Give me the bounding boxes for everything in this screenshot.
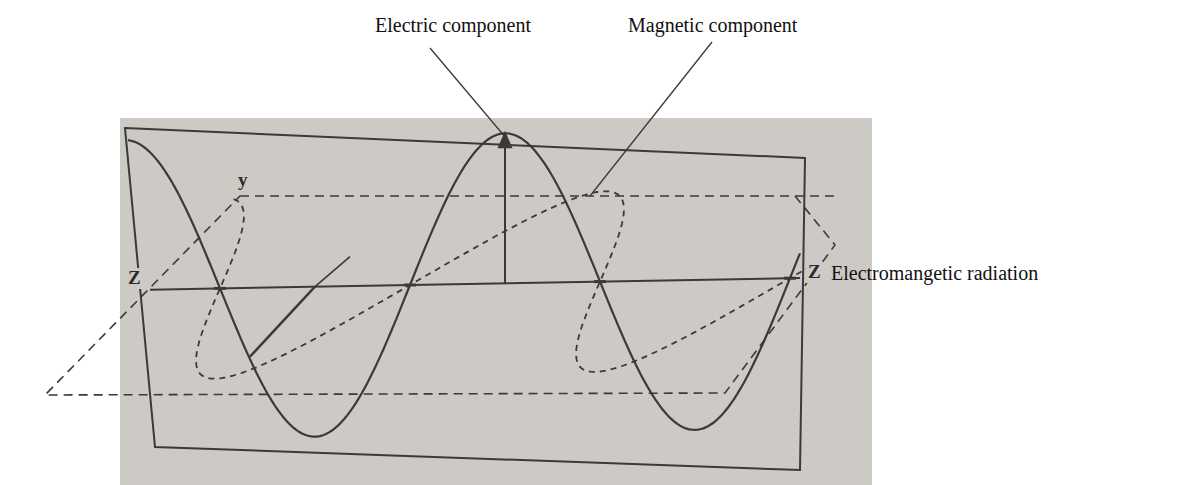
leader-line [430, 48, 506, 138]
axis-label: y [236, 170, 250, 191]
axis-label: Z [126, 268, 143, 289]
electric-plane [125, 128, 805, 470]
callout-label: Magnetic component [628, 14, 797, 36]
magnetic-vector [250, 287, 315, 357]
vector-stub [315, 257, 350, 287]
arrow-head [499, 133, 511, 147]
tick-mark [214, 287, 226, 290]
electric-vector [504, 138, 506, 283]
tick-mark [594, 280, 606, 283]
plane-edge [795, 195, 835, 197]
propagation-axis [150, 278, 800, 290]
callout-label: Electromangetic radiation [831, 262, 1038, 284]
magnetic-plane [45, 196, 835, 395]
leader-line [590, 42, 712, 196]
callout-label: Electric component [375, 14, 531, 36]
electric-wave [128, 133, 800, 436]
magnetic-wave [196, 191, 811, 378]
axis-label: Z [806, 262, 823, 283]
photo-ground [120, 118, 872, 485]
tick-mark [404, 283, 416, 286]
tick-mark [784, 277, 796, 280]
